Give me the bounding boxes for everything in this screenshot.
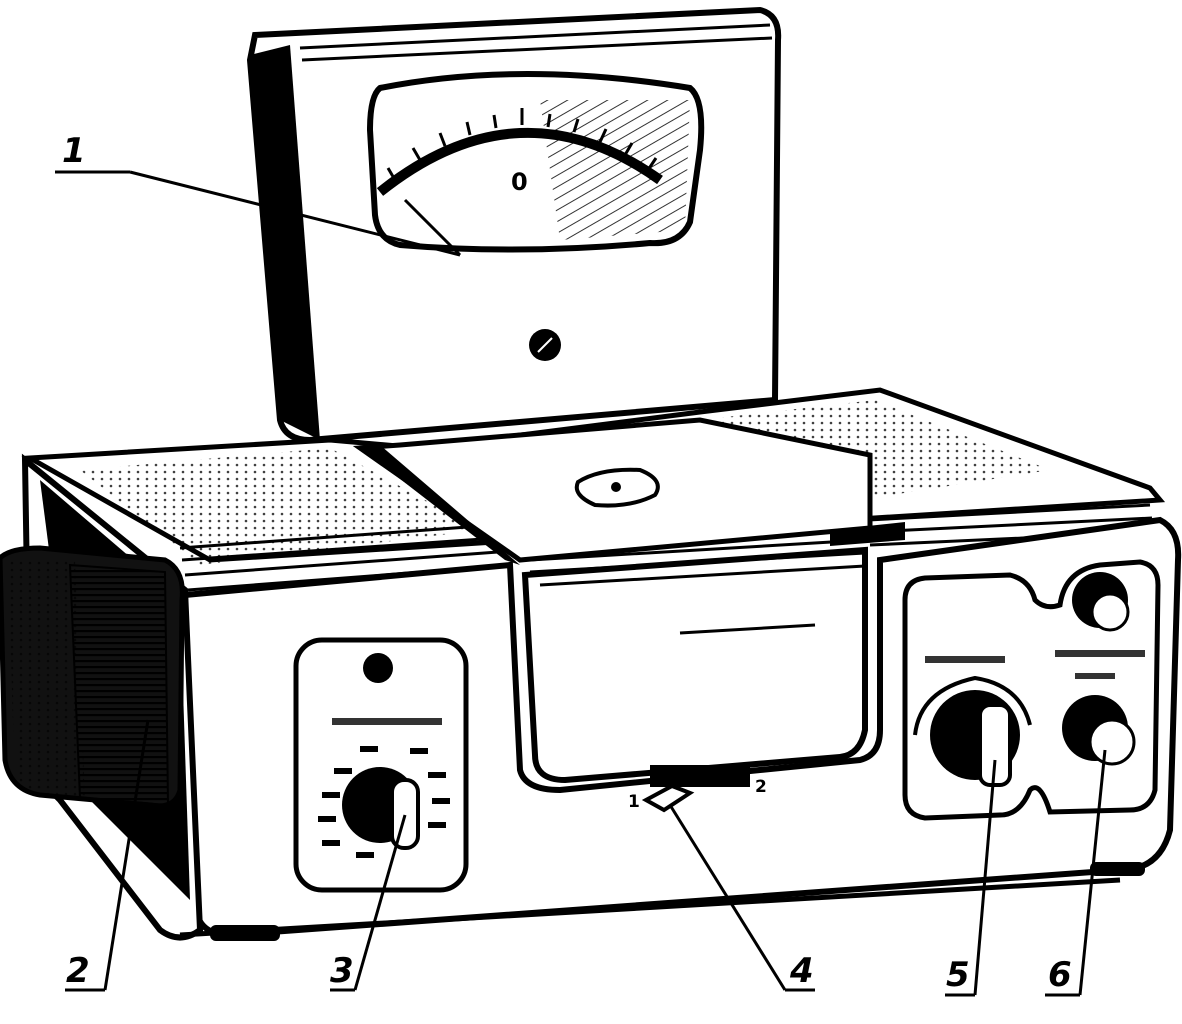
callout-6: 6 <box>1048 955 1072 995</box>
switch-position-left: 1 <box>628 792 640 812</box>
central-compartment <box>352 417 905 784</box>
range-selector-knob[interactable] <box>342 767 420 850</box>
leader-lines <box>55 170 1107 997</box>
adjust-knob[interactable] <box>1062 695 1136 766</box>
callout-3: 3 <box>330 951 354 991</box>
meter-zero-label: 0 <box>511 168 528 196</box>
side-grille <box>0 545 185 809</box>
callout-5: 5 <box>946 955 970 995</box>
left-control-panel <box>293 637 469 893</box>
mode-switch[interactable] <box>641 765 750 813</box>
meter-lid: 0 <box>246 6 782 444</box>
switch-position-right: 2 <box>755 777 767 797</box>
callout-2: 2 <box>66 951 90 991</box>
sensitivity-knob[interactable] <box>930 690 1020 787</box>
callout-4: 4 <box>789 951 814 991</box>
top-right-knob[interactable] <box>1072 572 1130 632</box>
callout-1: 1 <box>62 131 86 171</box>
